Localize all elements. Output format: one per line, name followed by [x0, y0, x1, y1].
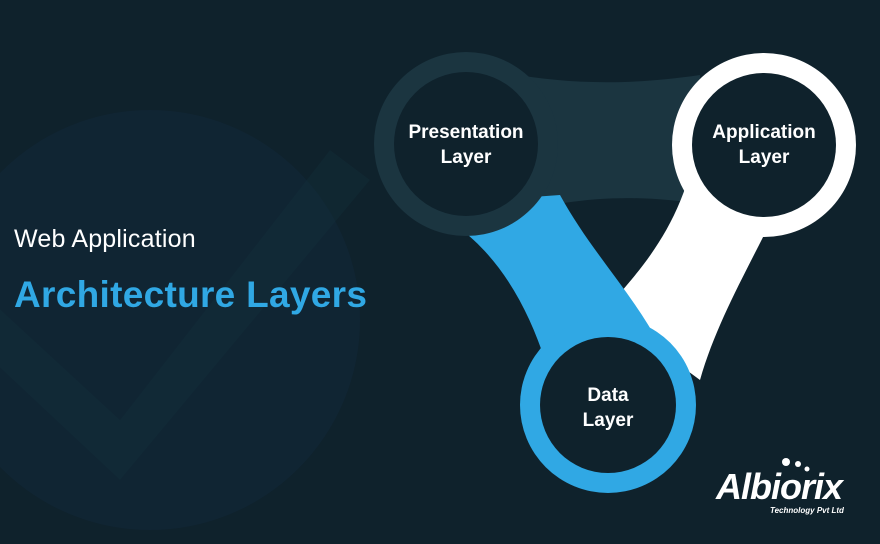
application-node	[692, 73, 836, 217]
data-label-line-2: Layer	[582, 410, 634, 431]
application-layer-label: Application Layer	[694, 120, 834, 170]
background-checkmark-shape	[0, 150, 370, 480]
heading-line-1: Web Application	[14, 225, 196, 253]
heading-line-2: Architecture Layers	[14, 274, 368, 315]
logo-wordmark: Albiorix	[716, 466, 843, 507]
presentation-label-line-1: Presentation	[408, 122, 524, 143]
page-heading: Web Application Architecture Layers	[14, 222, 367, 320]
data-node	[540, 337, 676, 473]
company-logo: Albiorix Technology Pvt Ltd	[712, 458, 872, 528]
presentation-node	[394, 72, 538, 216]
data-label-line-1: Data	[587, 385, 629, 406]
background-glow	[0, 110, 360, 530]
logo-tagline: Technology Pvt Ltd	[770, 506, 844, 515]
data-layer-label: Data Layer	[538, 383, 678, 433]
application-label-line-1: Application	[712, 122, 816, 143]
presentation-label-line-2: Layer	[440, 147, 492, 168]
presentation-layer-label: Presentation Layer	[396, 120, 536, 170]
logo-dots-icon	[782, 458, 810, 472]
application-label-line-2: Layer	[738, 147, 790, 168]
